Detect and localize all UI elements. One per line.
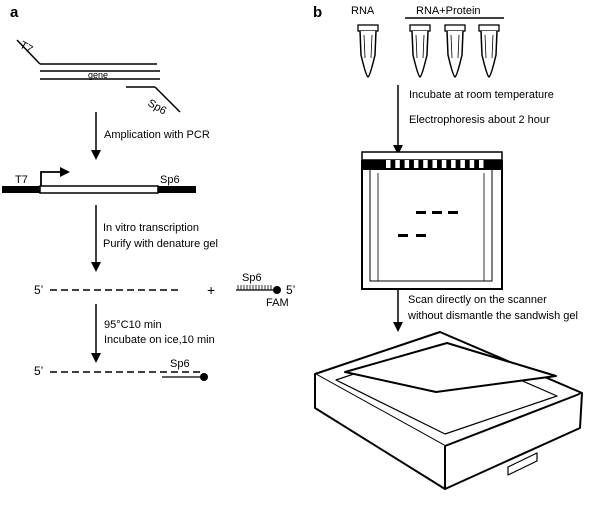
step-b2-text-line2: without dismantle the sandwish gel xyxy=(407,310,578,322)
plus-sign: + xyxy=(207,282,215,298)
step2-text-line2: Purify with denature gel xyxy=(103,238,218,250)
panel-b-label: b xyxy=(313,4,322,21)
band xyxy=(416,211,426,214)
promoter-t7-label: T7 xyxy=(15,174,28,186)
promoter-sp6-label: Sp6 xyxy=(160,174,180,186)
band xyxy=(432,211,442,214)
gel-well xyxy=(386,160,391,168)
hybrid-probe xyxy=(162,373,208,381)
sample-tube-icon xyxy=(478,24,500,78)
pcr-template xyxy=(16,39,181,113)
gel-well xyxy=(423,160,428,168)
step-b1-text-line2: Electrophoresis about 2 hour xyxy=(409,114,550,126)
step-b1-text-line1: Incubate at room temperature xyxy=(409,89,554,101)
gel-well xyxy=(395,160,400,168)
gel-well xyxy=(479,160,484,168)
scanner xyxy=(314,331,583,490)
fam-label: FAM xyxy=(266,297,289,309)
gene-label: gene xyxy=(88,70,108,80)
hybrid-sp6-label: Sp6 xyxy=(170,358,190,370)
step3-text-line2: Incubate on ice,10 min xyxy=(104,334,215,346)
probe-five-prime: 5’ xyxy=(286,283,295,297)
rna-label: RNA xyxy=(351,5,375,17)
sample-tube-icon xyxy=(357,24,379,78)
gel-well xyxy=(404,160,410,168)
hybrid-five-prime: 5’ xyxy=(34,364,43,378)
gel-well xyxy=(460,160,465,168)
pcr-product xyxy=(2,167,196,194)
sample-tube-icon xyxy=(444,24,466,78)
gel-cassette xyxy=(361,151,503,290)
scanner-slot xyxy=(507,452,538,476)
scanner-lid xyxy=(344,342,557,393)
step2-text-line1: In vitro transcription xyxy=(103,222,199,234)
step3-text-line1: 95°C10 min xyxy=(104,319,162,331)
transcription-start-arrow-icon xyxy=(60,167,70,177)
gel-well xyxy=(451,160,456,168)
band xyxy=(416,234,426,237)
fam-dye-icon xyxy=(273,286,281,294)
hybrid-fam-dye-icon xyxy=(200,373,208,381)
gel-well xyxy=(469,160,475,168)
sample-tube-icon xyxy=(409,24,431,78)
primer-t7-label: T7 xyxy=(18,39,35,56)
primer-sp6-label: Sp6 xyxy=(146,97,169,117)
fam-probe xyxy=(236,285,281,294)
sample-tubes xyxy=(357,24,500,78)
step1-text: Amplication with PCR xyxy=(104,129,210,141)
probe-sp6-label: Sp6 xyxy=(242,272,262,284)
rna-five-prime: 5’ xyxy=(34,283,43,297)
gel-well xyxy=(432,160,437,168)
band xyxy=(398,234,408,237)
gel-well xyxy=(413,160,419,168)
rna-protein-label: RNA+Protein xyxy=(416,5,481,17)
step-b2-text-line1: Scan directly on the scanner xyxy=(408,294,547,306)
gel-well xyxy=(441,160,447,168)
gel-wells xyxy=(386,160,484,168)
band xyxy=(448,211,458,214)
panel-a-label: a xyxy=(10,4,19,21)
